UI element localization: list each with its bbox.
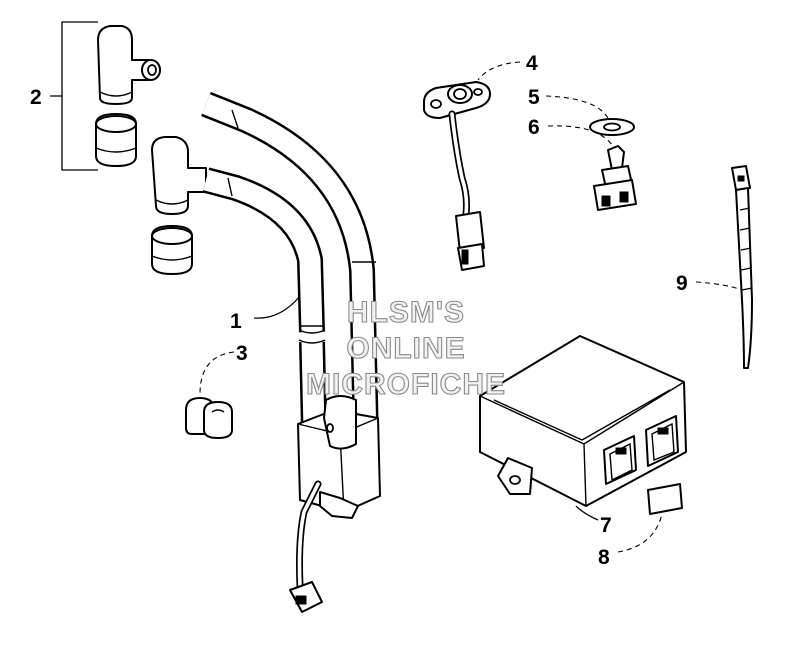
callout-2: 2 bbox=[30, 86, 42, 109]
spark-plug-cap-lower[interactable] bbox=[151, 136, 207, 215]
callout-6: 6 bbox=[528, 116, 540, 139]
cdi-module[interactable] bbox=[479, 335, 687, 507]
spark-plug-cap-upper[interactable] bbox=[97, 25, 161, 105]
washer[interactable] bbox=[589, 118, 635, 136]
plug-boot-upper[interactable] bbox=[95, 113, 137, 167]
callout-4: 4 bbox=[526, 52, 538, 75]
callout-7: 7 bbox=[600, 514, 612, 537]
callout-8: 8 bbox=[598, 546, 610, 569]
callout-1: 1 bbox=[230, 310, 242, 333]
switch[interactable] bbox=[593, 145, 637, 211]
plug-boot-lower[interactable] bbox=[151, 225, 193, 275]
watermark: HLSM'S ONLINE MICROFICHE bbox=[305, 295, 506, 401]
label-decal[interactable] bbox=[647, 483, 683, 515]
callout-3: 3 bbox=[236, 342, 248, 365]
wire-clip[interactable] bbox=[185, 397, 233, 439]
sensor-with-bracket[interactable] bbox=[423, 81, 491, 271]
watermark-line-2: ONLINE bbox=[346, 332, 465, 365]
cable-tie[interactable] bbox=[731, 165, 753, 369]
ignition-coil-assembly[interactable] bbox=[201, 91, 381, 613]
callout-5: 5 bbox=[528, 86, 540, 109]
watermark-line-1: HLSM'S bbox=[347, 296, 465, 329]
watermark-line-3: MICROFICHE bbox=[306, 368, 506, 401]
leader-lines bbox=[199, 61, 743, 553]
callout-2-bracket bbox=[50, 21, 98, 171]
callout-9: 9 bbox=[676, 272, 688, 295]
